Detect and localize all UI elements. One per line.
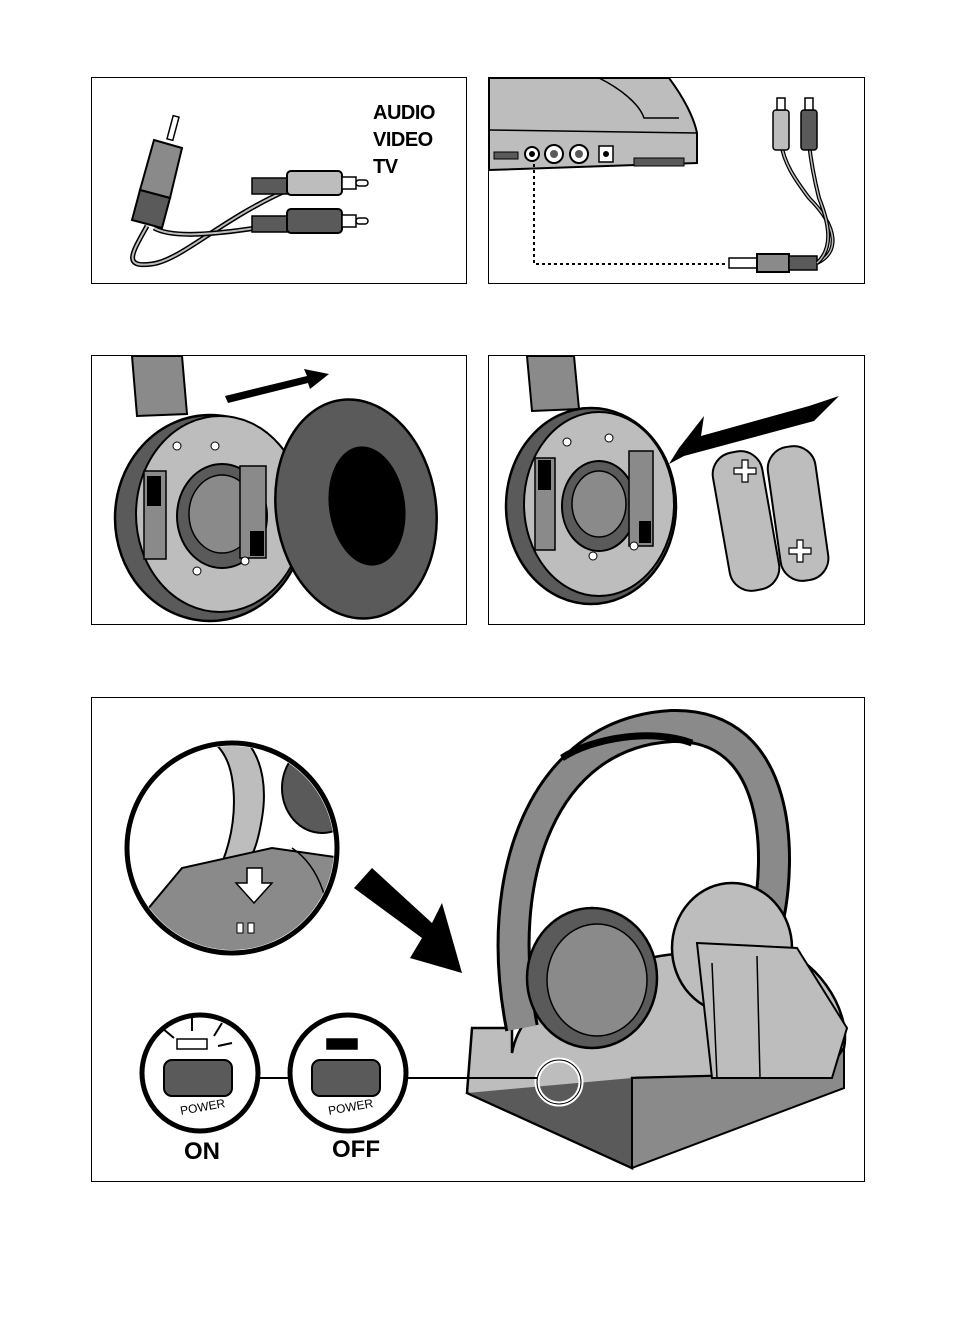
battery-insertion-illustration (489, 356, 865, 625)
connection-labels: AUDIO VIDEO TV (373, 100, 435, 181)
panel-battery-insertion (488, 355, 865, 625)
ear-cushion-illustration (92, 356, 467, 625)
label-audio: AUDIO (373, 100, 435, 127)
label-tv: TV (373, 154, 435, 181)
label-video: VIDEO (373, 127, 435, 154)
panel-charging-base: POWER POWER ON OFF (91, 697, 865, 1182)
panel-cable-labels: AUDIO VIDEO TV (91, 77, 467, 284)
transmitter-back-illustration (489, 78, 865, 284)
panel-transmitter-connection (488, 77, 865, 284)
off-label: OFF (332, 1136, 380, 1164)
panel-ear-cushion-removal (91, 355, 467, 625)
on-label: ON (184, 1138, 220, 1166)
